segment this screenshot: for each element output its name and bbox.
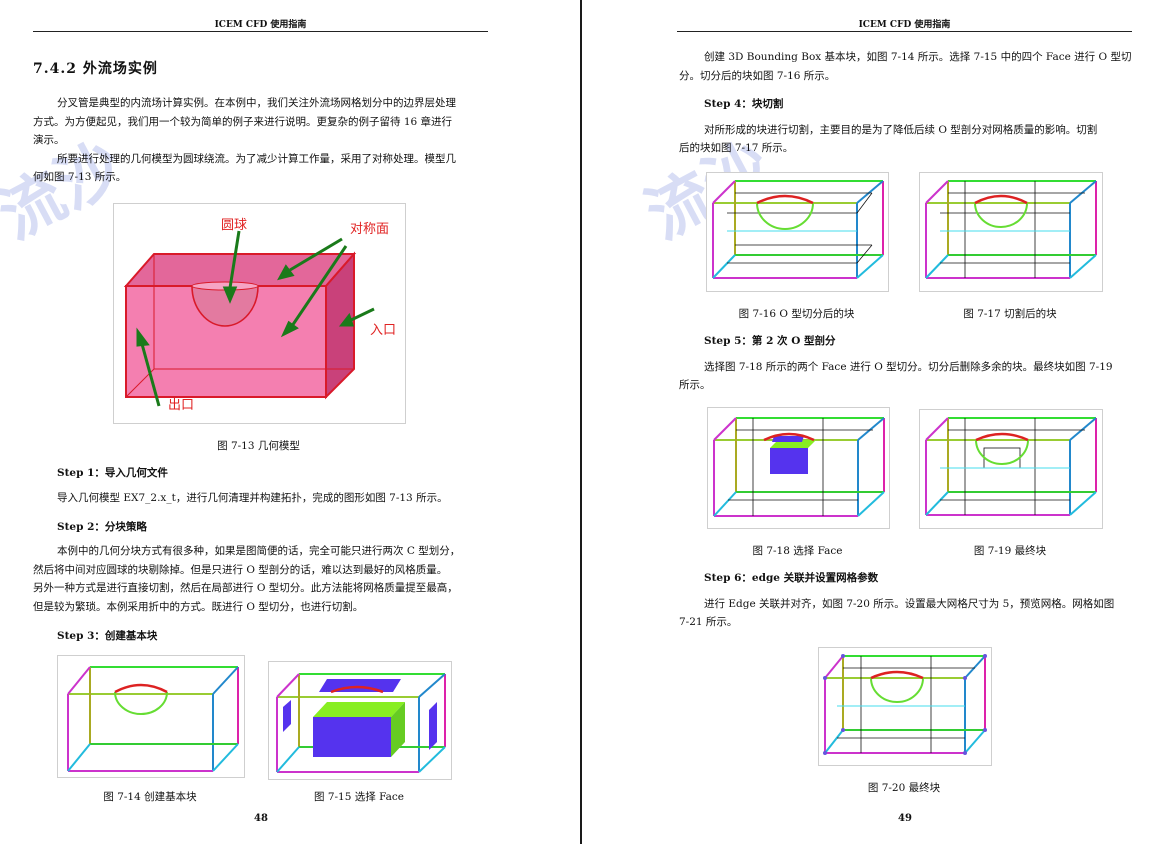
left-running-header: ICEM CFD 使用指南 (214, 20, 307, 30)
left-page-number: 48 (254, 813, 268, 824)
select-face-drawing (276, 673, 446, 773)
left-header-rule (33, 31, 488, 32)
figure-7-18-select-face (707, 407, 890, 529)
figure-7-20-caption: 图 7-20 最终块 (867, 782, 941, 794)
figure-7-14-caption: 图 7-14 创建基本块 (103, 791, 197, 803)
basic-block-drawing (67, 666, 239, 772)
step6-line1: 进行 Edge 关联并对齐，如图 7-20 所示。设置最大网格尺寸为 5，预览网… (704, 598, 1115, 610)
left-para1-line3: 演示。 (33, 134, 65, 146)
outlet-label: 出口 (168, 398, 194, 413)
figure-7-13-geometry-model: 圆球 对称面 入口 出口 (113, 203, 406, 424)
figure-7-20-final-block-edges (818, 647, 992, 766)
inlet-label: 入口 (370, 323, 396, 338)
step1-text: 导入几何模型 EX7_2.x_t，进行几何清理并构建拓扑，完成的图形如图 7-1… (57, 492, 448, 504)
step2-title: Step 2：分块策略 (57, 521, 147, 533)
step5-line2: 所示。 (679, 379, 711, 391)
figure-7-13-caption: 图 7-13 几何模型 (217, 440, 300, 452)
step3-title: Step 3：创建基本块 (57, 630, 158, 642)
figure-7-19-caption: 图 7-19 最终块 (973, 545, 1047, 557)
final-block-drawing (925, 417, 1097, 516)
step2-line3: 另外一种方式是进行直接切割，然后在局部进行 O 型切分。此方法能将网格质量提至最… (33, 582, 458, 594)
right-header-rule (677, 31, 1132, 32)
step4-title: Step 4：块切割 (704, 98, 784, 110)
step2-line2: 然后将中间对应圆球的块剔除掉。但是只进行 O 型剖分的话，难以达到最好的风格质量… (33, 564, 448, 576)
left-para2-line2: 何如图 7-13 所示。 (33, 171, 127, 183)
left-para1-line1: 分叉管是典型的内流场计算实例。在本例中，我们关注外流场网格划分中的边界层处理 (57, 97, 456, 109)
step5-line1: 选择图 7-18 所示的两个 Face 进行 O 型切分。切分后删除多余的块。最… (704, 361, 1113, 373)
right-page: ICEM CFD 使用指南 流沙 创建 3D Bounding Box 基本块，… (582, 0, 1160, 844)
section-title: 7.4.2 外流场实例 (33, 61, 158, 77)
o-grid-block-drawing (712, 180, 884, 279)
figure-7-17-caption: 图 7-17 切割后的块 (963, 308, 1057, 320)
sphere-label: 圆球 (221, 218, 247, 233)
figure-7-15-select-face (268, 661, 452, 780)
right-running-header: ICEM CFD 使用指南 (858, 20, 951, 30)
step2-line4: 但是较为繁琐。本例采用折中的方式。既进行 O 型切分，也进行切割。 (33, 601, 364, 613)
cut-block-drawing (925, 180, 1097, 279)
step4-line1: 对所形成的块进行切割，主要目的是为了降低后续 O 型剖分对网格质量的影响。切割 (704, 124, 1098, 136)
edge-association-drawing (823, 654, 987, 755)
right-para1-line1: 创建 3D Bounding Box 基本块，如图 7-14 所示。选择 7-1… (704, 51, 1132, 63)
step6-line2: 7-21 所示。 (679, 616, 738, 628)
figure-7-17-cut-block (919, 172, 1103, 292)
figure-7-14-basic-block (57, 655, 245, 778)
page-divider (580, 0, 582, 844)
left-para1-line2: 方式。为方便起见，我们用一个较为简单的例子来进行说明。更复杂的例子留待 16 章… (33, 116, 453, 128)
select-face-block-drawing (713, 417, 885, 517)
figure-7-19-final-block (919, 409, 1103, 529)
figure-7-15-caption: 图 7-15 选择 Face (313, 791, 405, 803)
step2-line1: 本例中的几何分块方式有很多种，如果是图简便的话，完全可能只进行两次 C 型划分， (57, 545, 461, 557)
step4-line2: 后的块如图 7-17 所示。 (679, 142, 794, 154)
step1-title: Step 1：导入几何文件 (57, 467, 168, 479)
symmetry-plane-label: 对称面 (350, 222, 389, 237)
figure-7-16-o-grid-block (706, 172, 889, 292)
geometry-model-drawing: 圆球 对称面 入口 出口 (123, 218, 396, 413)
step5-title: Step 5：第 2 次 O 型剖分 (704, 335, 836, 347)
figure-7-16-caption: 图 7-16 O 型切分后的块 (738, 308, 855, 320)
right-page-number: 49 (898, 813, 912, 824)
figure-7-18-caption: 图 7-18 选择 Face (752, 545, 843, 557)
right-para1-line2: 分。切分后的块如图 7-16 所示。 (679, 70, 836, 82)
step6-title: Step 6：edge 关联并设置网格参数 (704, 572, 879, 584)
left-para2-line1: 所要进行处理的几何模型为圆球绕流。为了减少计算工作量，采用了对称处理。模型几 (57, 153, 456, 165)
left-page: ICEM CFD 使用指南 流沙 7.4.2 外流场实例 分叉管是典型的内流场计… (0, 20, 488, 824)
